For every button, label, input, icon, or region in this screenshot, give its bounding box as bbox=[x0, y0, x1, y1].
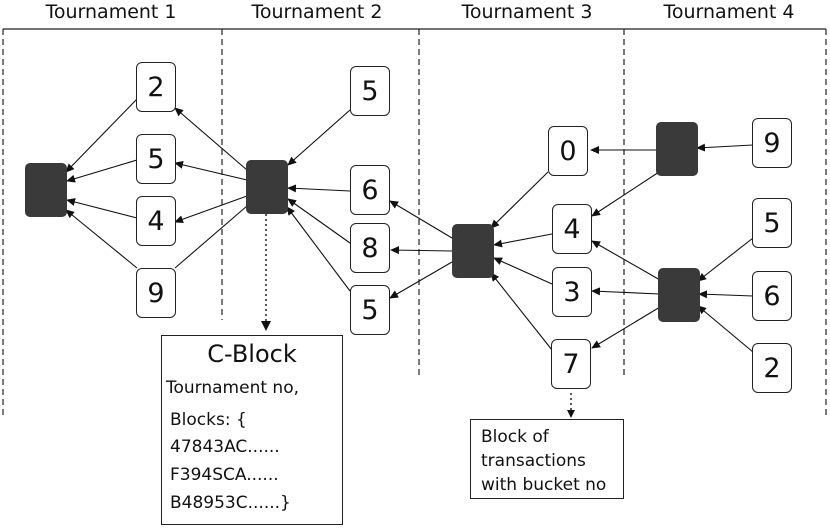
cblock-line-5: B48953C......} bbox=[170, 493, 291, 513]
cblock-line-2: Blocks: { bbox=[170, 410, 247, 430]
block-tournament-2 bbox=[246, 160, 288, 214]
cblock-box: C-Block Tournament no, Blocks: { 47843AC… bbox=[161, 335, 343, 525]
dotted-arrowhead-txblock bbox=[567, 410, 575, 418]
cblock-line-4: F394SCA...... bbox=[170, 465, 279, 485]
txblock-line-3: with bucket no bbox=[481, 475, 607, 495]
node-9: 9 bbox=[752, 118, 792, 168]
arrow-blockC-to-8 bbox=[390, 246, 453, 255]
arrow-2-to-blockA bbox=[65, 98, 138, 173]
arrow-6b-to-blockE bbox=[698, 290, 754, 299]
arrow-blockE-to-4b bbox=[591, 240, 661, 281]
node-2: 2 bbox=[752, 343, 792, 393]
arrow-blockC-to-6 bbox=[389, 200, 453, 239]
header-tournament-1: Tournament 1 bbox=[45, 1, 177, 23]
cblock-line-3: 47843AC...... bbox=[170, 437, 280, 457]
arrow-blockC-to-5c bbox=[389, 261, 453, 299]
node-0: 0 bbox=[548, 126, 588, 176]
arrow-3-to-blockC bbox=[493, 257, 553, 285]
arrow-blockE-to-7 bbox=[591, 306, 661, 349]
header-tournament-3: Tournament 3 bbox=[461, 1, 593, 23]
arrow-blockB-to-4 bbox=[174, 195, 248, 224]
arrow-blockD-to-4b bbox=[591, 171, 660, 217]
node-5: 5 bbox=[350, 66, 390, 116]
arrow-8-to-blockB bbox=[287, 198, 351, 244]
arrow-blockB-to-2 bbox=[174, 107, 248, 171]
header-tournament-4: Tournament 4 bbox=[663, 1, 795, 23]
arrow-7-to-blockC bbox=[490, 272, 553, 351]
cblock-title: C-Block bbox=[207, 340, 297, 368]
arrow-4b-to-blockC bbox=[493, 233, 553, 248]
node-6: 6 bbox=[350, 165, 390, 215]
header-tournament-2: Tournament 2 bbox=[251, 1, 383, 23]
line-blockB-to-9 bbox=[174, 205, 248, 269]
arrow-blockB-to-5 bbox=[174, 160, 248, 181]
arrow-0-to-blockC bbox=[490, 171, 549, 229]
arrow-6-to-blockB bbox=[287, 184, 351, 193]
arrow-2b-to-blockE bbox=[697, 305, 754, 353]
cblock-line-1: Tournament no, bbox=[166, 378, 299, 398]
arrow-blockE-to-3 bbox=[591, 287, 661, 296]
node-5: 5 bbox=[752, 198, 792, 248]
node-6: 6 bbox=[752, 271, 792, 321]
dotted-arrowhead-cblock bbox=[261, 321, 271, 331]
arrow-5-to-blockA bbox=[66, 159, 138, 183]
block-tournament-3 bbox=[452, 224, 494, 278]
arrow-5c-to-blockB bbox=[286, 206, 351, 292]
node-3: 3 bbox=[552, 267, 592, 317]
txblock-line-2: transactions bbox=[481, 451, 586, 471]
arrow-9b-to-blockD bbox=[696, 143, 754, 152]
arrow-4-to-blockA bbox=[66, 198, 138, 219]
arrow-5b-to-blockB bbox=[287, 109, 351, 166]
node-7: 7 bbox=[551, 339, 591, 389]
node-5: 5 bbox=[350, 285, 390, 335]
node-2: 2 bbox=[136, 62, 176, 112]
block-tournament-4-bottom bbox=[658, 268, 700, 322]
node-4: 4 bbox=[136, 196, 176, 246]
txblock-line-1: Block of bbox=[481, 427, 549, 447]
node-4: 4 bbox=[552, 204, 592, 254]
node-8: 8 bbox=[350, 223, 390, 273]
transaction-block-box: Block of transactions with bucket no bbox=[470, 419, 624, 499]
block-tournament-1 bbox=[25, 163, 67, 217]
arrow-9-to-blockA bbox=[65, 209, 138, 269]
arrow-5d-to-blockE bbox=[697, 237, 754, 282]
node-5: 5 bbox=[136, 134, 176, 184]
node-9: 9 bbox=[136, 268, 176, 318]
block-tournament-4-top bbox=[656, 122, 698, 176]
